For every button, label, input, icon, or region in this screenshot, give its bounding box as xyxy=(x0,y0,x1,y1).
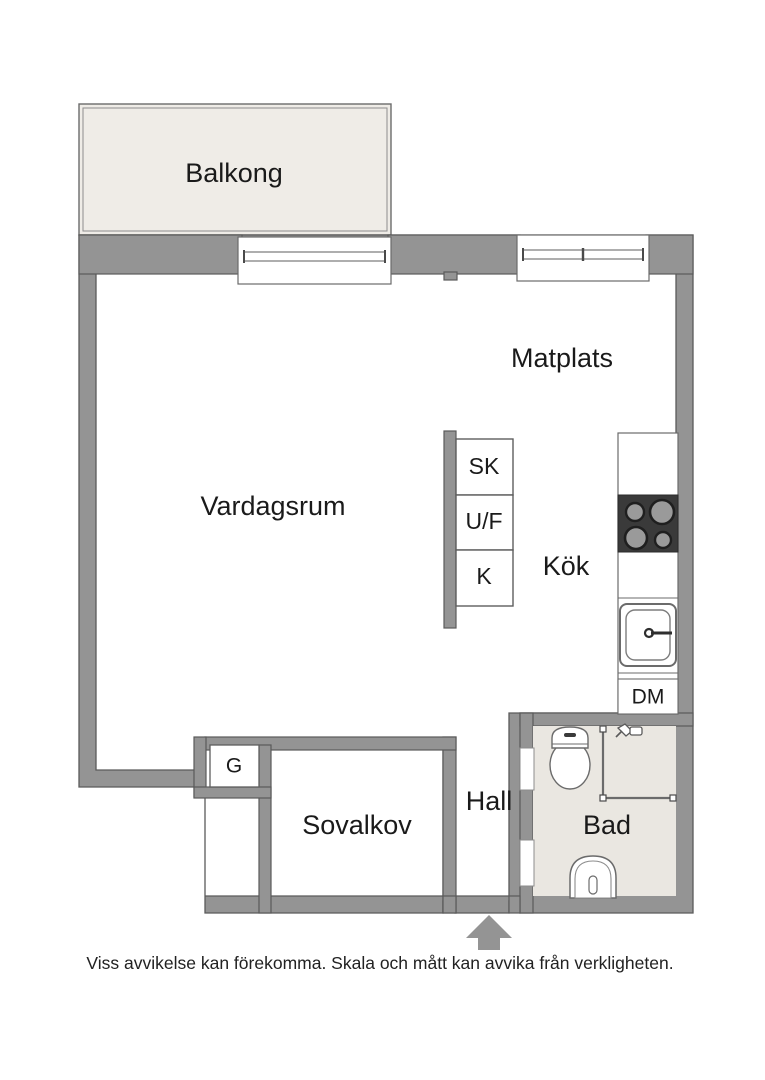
mixer-handle xyxy=(615,730,623,738)
wall-kitchen-partition xyxy=(443,430,457,629)
balcony-outline xyxy=(78,103,392,236)
closet-g-box xyxy=(209,744,260,788)
wall-bathroom-top xyxy=(519,712,694,727)
wall-hall-left xyxy=(442,736,457,914)
cabinet-k-box xyxy=(455,549,514,607)
burner-back-left xyxy=(624,501,646,523)
entrance-arrow-icon xyxy=(466,915,512,950)
balcony-door-glazing xyxy=(243,251,386,262)
counter-outline xyxy=(617,432,679,715)
bathroom-niche-lower xyxy=(519,839,535,887)
wash-basin-icon xyxy=(569,855,617,899)
shower-rail-joint-top xyxy=(599,725,607,733)
wall-door-jamb-right xyxy=(508,895,521,914)
wall-notch-nub xyxy=(443,271,458,281)
burner-front-left xyxy=(623,525,649,551)
balcony-inner-line xyxy=(82,107,388,232)
window-kitchen xyxy=(516,234,650,282)
wall-segment-top-middle xyxy=(387,234,521,275)
bathroom-fixtures xyxy=(549,723,677,899)
room-label-vardagsrum: Vardagsrum xyxy=(200,491,345,521)
burner-back-right xyxy=(648,498,676,526)
room-label-bad: Bad xyxy=(583,810,631,840)
kitchen-sink-icon xyxy=(619,603,677,667)
shower-mixer-icon xyxy=(615,723,643,738)
disclaimer-caption: Viss avvikelse kan förekomma. Skala och … xyxy=(86,953,673,973)
dishwasher-box xyxy=(617,678,679,715)
wall-segment-top-right xyxy=(645,234,694,275)
cabinet-sk-box xyxy=(455,438,514,496)
toilet-icon xyxy=(549,726,591,790)
cabinet-label-k: K xyxy=(476,563,492,589)
room-label-matplats: Matplats xyxy=(511,343,613,373)
cabinet-label-uf: U/F xyxy=(465,508,502,534)
basin-tap xyxy=(588,875,598,895)
window-balcony-door xyxy=(237,236,392,285)
cabinet-label-sk: SK xyxy=(469,453,500,479)
toilet-flush-button xyxy=(564,733,576,737)
shower-screen-icon xyxy=(599,725,677,802)
shower-rail-joint-end xyxy=(669,794,677,802)
wall-sovalkov-left xyxy=(258,744,272,914)
kitchen-counter-run xyxy=(617,432,679,715)
mixer-spout xyxy=(629,726,643,736)
room-label-sovalkov: Sovalkov xyxy=(302,810,412,840)
wall-closet-bottom xyxy=(193,786,272,799)
room-label-hall: Hall xyxy=(466,786,513,816)
balcony-area xyxy=(78,103,392,236)
wall-segment-top-left xyxy=(78,234,243,275)
cabinet-uf-box xyxy=(455,494,514,551)
burner-front-right xyxy=(653,530,673,550)
closet-label-g: G xyxy=(226,755,242,778)
appliance-label-dm: DM xyxy=(632,686,665,709)
cabinet-column xyxy=(455,438,514,607)
shower-rail-joint-corner xyxy=(599,794,607,802)
wall-door-jamb-left xyxy=(442,895,457,914)
room-label-balkong: Balkong xyxy=(185,158,283,188)
bathroom-niche-upper xyxy=(519,747,535,791)
room-label-kok: Kök xyxy=(543,551,590,581)
toilet-cistern xyxy=(551,726,589,749)
stove-cooktop-icon xyxy=(617,494,679,553)
